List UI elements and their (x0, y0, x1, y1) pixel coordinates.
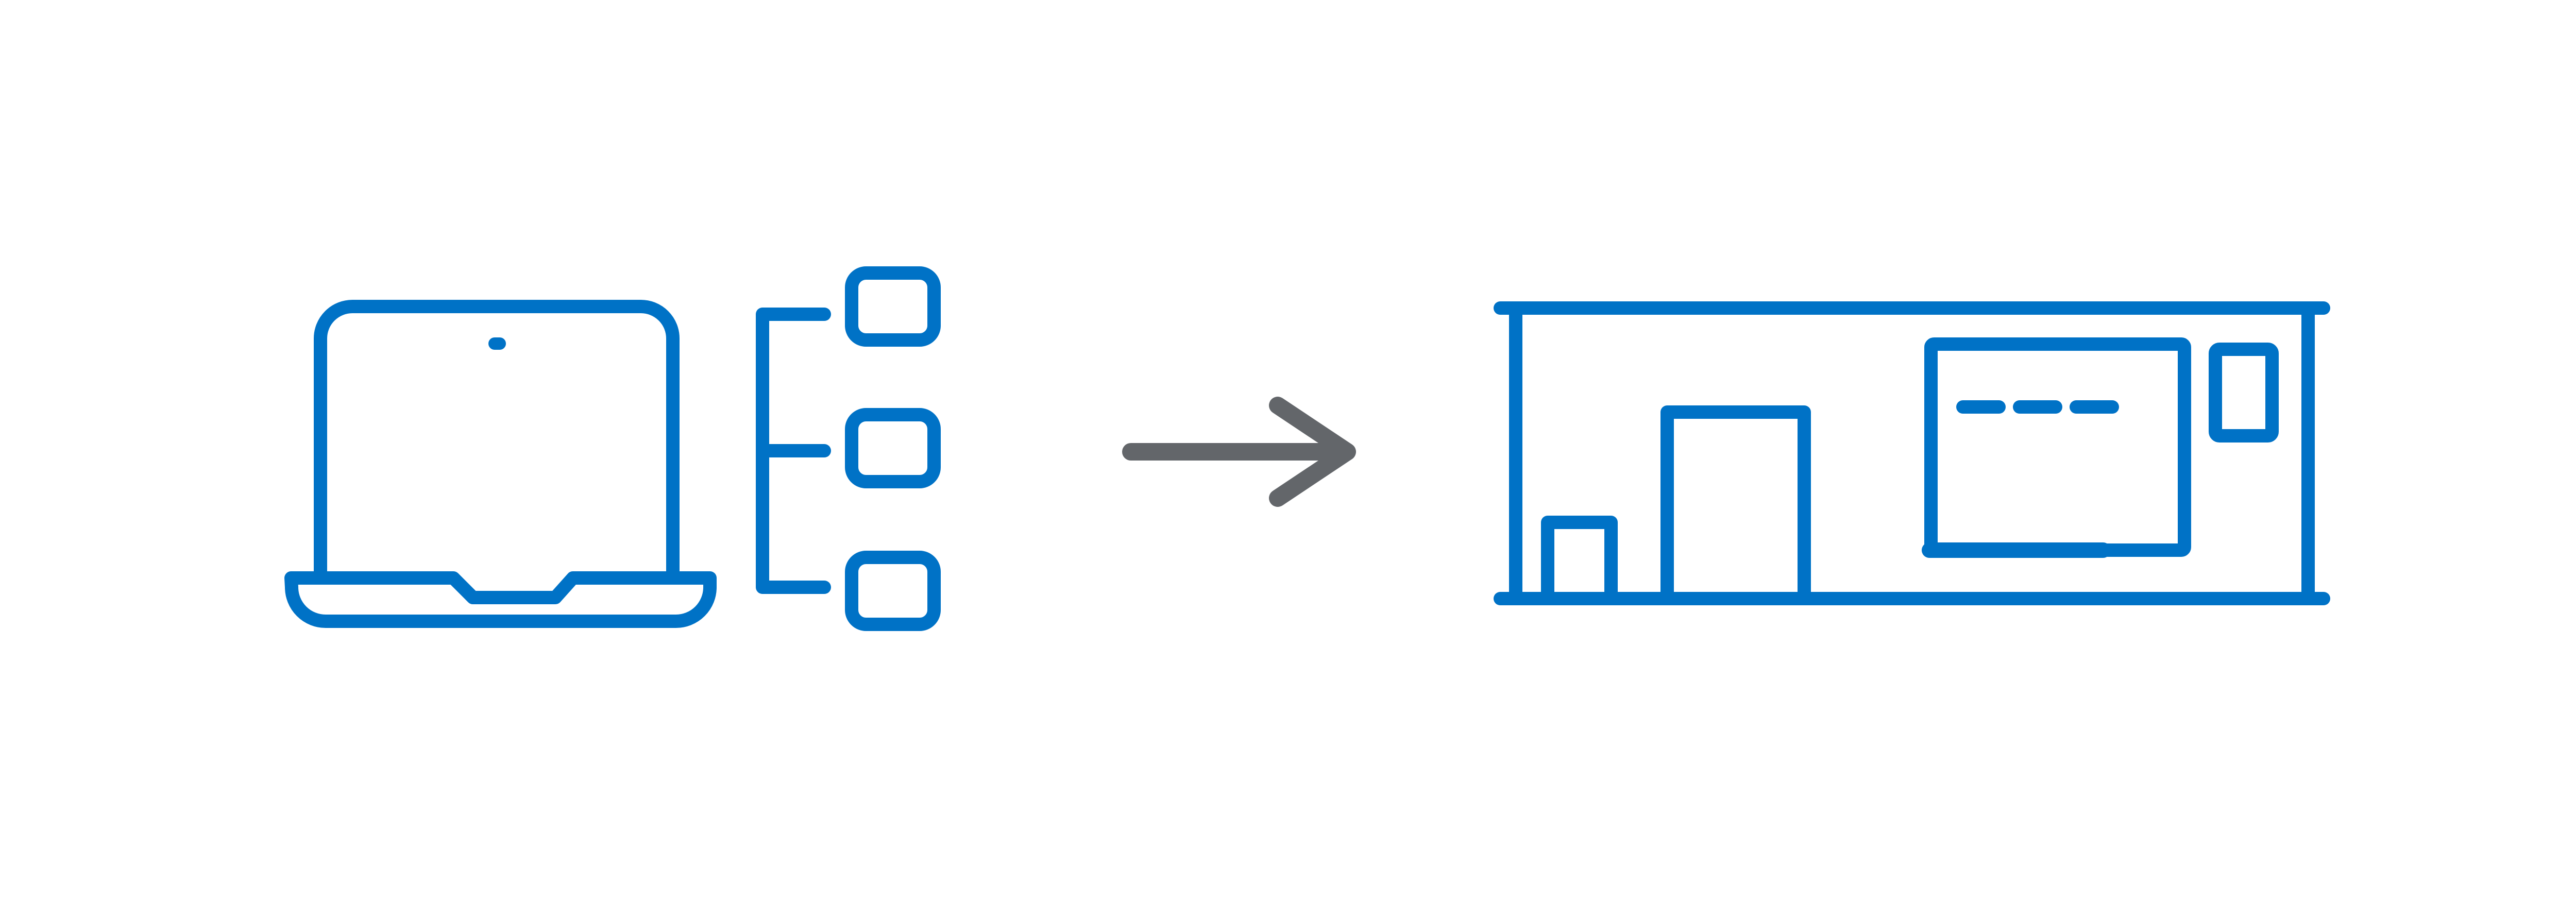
laptop-screen-bezel (314, 300, 680, 585)
hierarchy-tree-icon (756, 266, 941, 631)
laptop-icon (284, 300, 717, 628)
laptop-base-tray (284, 571, 717, 628)
arrow-right-icon (1122, 397, 1356, 507)
bar-tall (1660, 405, 1811, 605)
bar-small (1541, 516, 1618, 605)
dashboard-icon (1494, 301, 2330, 605)
content-card (1924, 337, 2191, 557)
side-widget (2209, 343, 2279, 443)
tree-node-2[interactable] (845, 408, 941, 488)
laptop-camera-icon (488, 337, 506, 350)
tree-node-1[interactable] (845, 266, 941, 347)
tree-node-3[interactable] (845, 551, 941, 631)
arrow-head (1269, 397, 1356, 507)
